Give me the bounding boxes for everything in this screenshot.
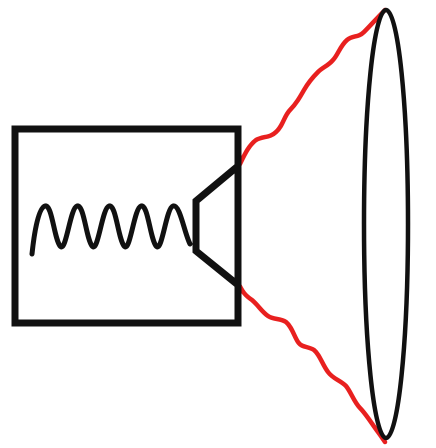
lens-mount [196, 166, 238, 285]
beam-lower-edge [238, 282, 385, 442]
output-lens [364, 10, 408, 438]
beam-upper-edge [238, 10, 385, 168]
heating-filament [32, 206, 190, 254]
